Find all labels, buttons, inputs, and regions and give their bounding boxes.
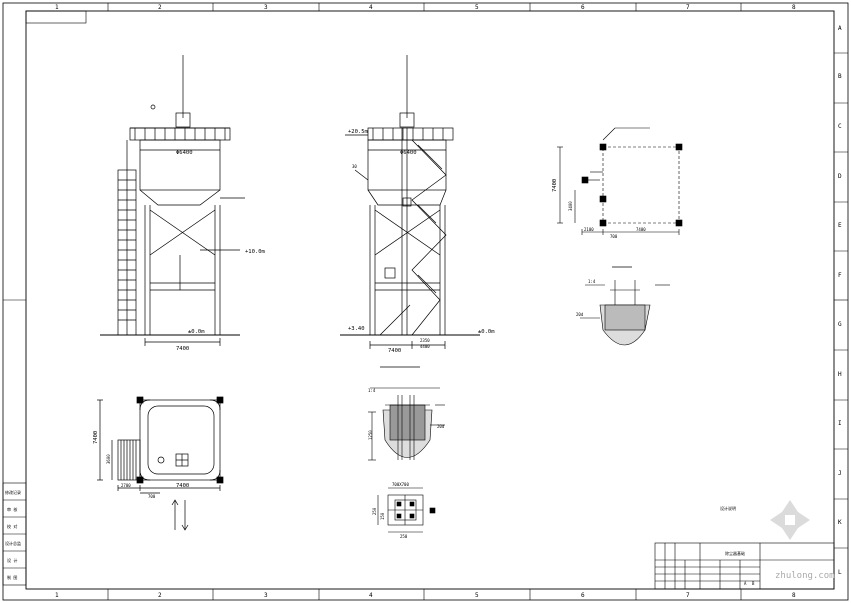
row-label: G <box>838 321 842 328</box>
col-label: 5 <box>475 592 479 599</box>
col-label: 1 <box>55 592 59 599</box>
layout-inner-dim: 3400 <box>568 201 573 211</box>
title-drawing: 除尘器基础 <box>725 550 745 556</box>
row-label: D <box>838 173 842 180</box>
col-label: 7 <box>686 4 690 11</box>
rev-label: 校 对 <box>7 523 17 529</box>
foundation-right-mark: 1:4 <box>588 279 596 284</box>
col-label: 6 <box>581 4 585 11</box>
baseplate-h2-dim: 150 <box>380 512 385 520</box>
col-label: 7 <box>686 592 690 599</box>
drawing-note: 设计说明 <box>720 505 736 511</box>
front-width-dim: 7400 <box>176 346 189 352</box>
foundation-depth-dim: 1250 <box>368 430 373 440</box>
title-row-a: A <box>744 581 747 586</box>
title-row-b: B <box>752 581 755 586</box>
col-label: 5 <box>475 4 479 11</box>
rev-label: 设 计 <box>7 557 17 563</box>
foundation-detail-right <box>580 266 670 346</box>
inner-border <box>25 10 835 590</box>
col-label: 4 <box>369 592 373 599</box>
foundation-center-mark: 1:4 <box>368 388 376 393</box>
side-sub-a: 2350 <box>420 338 430 343</box>
side-item-no: 30 <box>352 164 357 169</box>
grid-column-ticks <box>3 3 848 600</box>
row-label: K <box>838 519 842 526</box>
baseplate-h1-dim: 250 <box>372 507 377 515</box>
col-label: 4 <box>369 4 373 11</box>
grid-row-labels: A B C D E F G H I J K L <box>838 25 842 576</box>
grid-column-labels-bottom: 1 2 3 4 5 6 7 8 <box>55 592 796 599</box>
rev-label: 设计总监 <box>5 540 21 546</box>
watermark-logo <box>770 500 810 540</box>
watermark-text: zhulong.com <box>775 571 835 581</box>
plan-frame <box>139 399 221 481</box>
col-label: 3 <box>264 4 268 11</box>
front-body <box>139 139 221 191</box>
plan-mid-dim: 700 <box>148 494 156 499</box>
front-elevation <box>100 55 245 346</box>
rev-label: 审 核 <box>7 506 17 512</box>
base-plate <box>377 487 436 533</box>
col-label: 6 <box>581 592 585 599</box>
front-top-box <box>175 112 191 128</box>
col-label: 1 <box>55 4 59 11</box>
plan-hopper <box>147 405 215 475</box>
plan-ladder <box>117 439 141 481</box>
side-ground-level: ±0.0m <box>478 329 495 335</box>
foundation-detail-center <box>368 366 445 461</box>
row-label: E <box>838 222 842 229</box>
col-label: 2 <box>158 592 162 599</box>
row-label: F <box>838 272 842 279</box>
plan-lower-dim: 3600 <box>106 454 111 464</box>
corner-title-box <box>25 10 87 24</box>
plan-view <box>97 396 224 531</box>
layout-right-dim: 7400 <box>636 227 646 232</box>
layout-height-dim: 7400 <box>552 179 558 192</box>
side-top-level: +20.5m <box>348 129 369 135</box>
side-sub-b: 4400 <box>420 344 430 349</box>
row-label: C <box>838 123 842 130</box>
baseplate-outer-dim: 700X700 <box>392 482 409 487</box>
plan-height-dim: 7400 <box>93 431 99 444</box>
row-label: A <box>838 25 842 32</box>
title-block <box>654 542 835 590</box>
baseplate-w-dim: 250 <box>400 534 408 539</box>
layout-left-dim: 2100 <box>584 227 594 232</box>
column-layout <box>557 127 683 235</box>
front-ground-level: ±0.0m <box>188 329 205 335</box>
col-label: 8 <box>792 4 796 11</box>
side-stairs <box>411 139 447 336</box>
side-width-dim: 7400 <box>388 348 401 354</box>
row-label: I <box>838 420 842 427</box>
front-top-dia: Φ6400 <box>176 150 193 156</box>
side-left-level: +3.40 <box>348 326 365 332</box>
plan-width-dim: 7400 <box>176 483 189 489</box>
col-label: 8 <box>792 592 796 599</box>
plan-left-dim: 2700 <box>121 483 131 488</box>
rev-label: 制 图 <box>7 574 17 580</box>
foundation-center-20d: 20d <box>437 424 445 429</box>
layout-mid-dim: 700 <box>610 234 618 239</box>
row-label: L <box>838 569 842 576</box>
row-label: H <box>838 371 842 378</box>
rev-label: 修改记录 <box>5 489 21 495</box>
front-hopper <box>139 189 221 206</box>
side-elevation <box>340 55 480 349</box>
row-ticks <box>834 52 848 549</box>
front-mid-level: +10.0m <box>245 249 266 255</box>
col-label: 2 <box>158 4 162 11</box>
foundation-right-20d: 20d <box>576 312 584 317</box>
revision-block <box>2 482 27 586</box>
col-label: 3 <box>264 592 268 599</box>
grid-column-labels-top: 1 2 3 4 5 6 7 8 <box>55 4 796 11</box>
side-top-dia: Φ6400 <box>400 150 417 156</box>
row-label: J <box>838 470 842 477</box>
row-label: B <box>838 73 842 80</box>
